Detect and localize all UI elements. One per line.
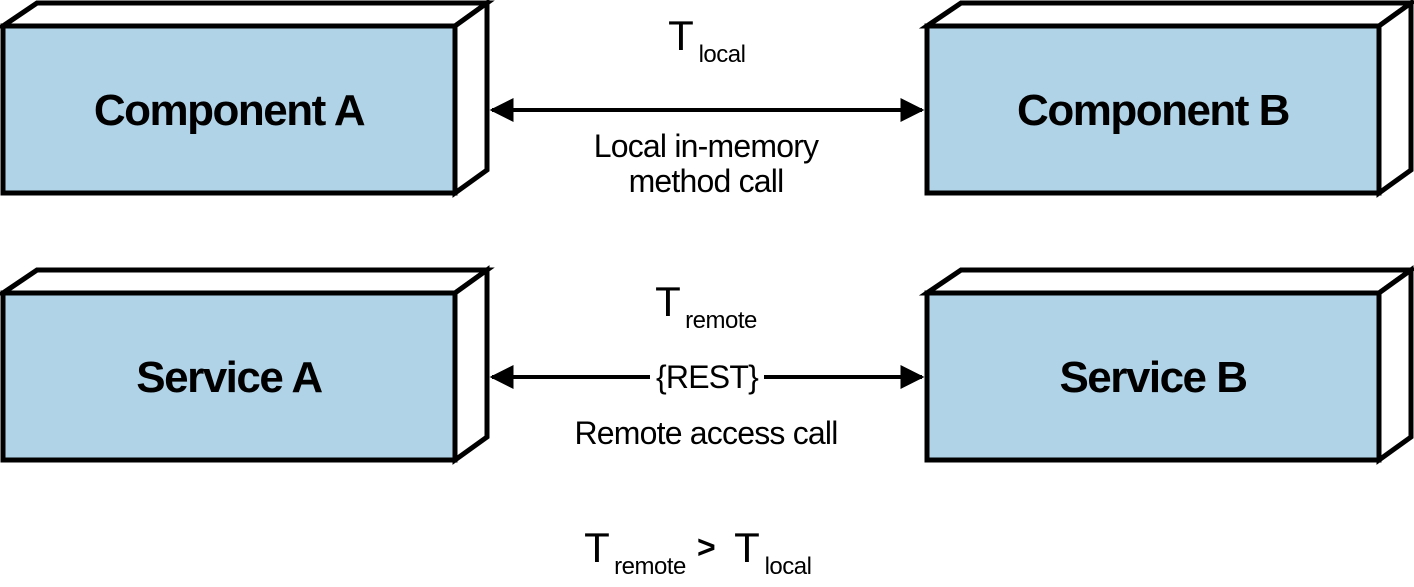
service-b-label: Service B [1059, 353, 1246, 402]
inequality-right-symbol: T [734, 524, 760, 571]
service-a-label: Service A [136, 353, 322, 402]
local-call-description-line1: Local in-memory [594, 128, 819, 164]
service-b-box: Service B [918, 265, 1414, 465]
t-remote-subscript: remote [685, 307, 757, 334]
t-local-subscript: local [699, 41, 746, 68]
t-remote-symbol: T [655, 278, 681, 325]
inequality-operator: > [697, 529, 715, 565]
component-a-label: Component A [94, 86, 365, 135]
component-b-box: Component B [918, 0, 1414, 198]
latency-inequality: T remote > T local [584, 524, 812, 580]
t-local-symbol: T [668, 12, 694, 59]
component-b-label: Component B [1017, 86, 1289, 135]
local-call-description-line2: method call [629, 163, 784, 199]
inequality-right-subscript: local [765, 553, 812, 580]
inequality-left-subscript: remote [614, 553, 686, 580]
local-call-link: T local Local in-memory method call [489, 12, 925, 199]
component-a-box: Component A [0, 0, 495, 198]
remote-call-description: Remote access call [574, 415, 837, 451]
remote-call-link: {REST} T remote Remote access call [489, 278, 925, 451]
rest-protocol-label: {REST} [656, 359, 759, 395]
inequality-left-symbol: T [584, 524, 610, 571]
service-a-box: Service A [0, 265, 495, 465]
